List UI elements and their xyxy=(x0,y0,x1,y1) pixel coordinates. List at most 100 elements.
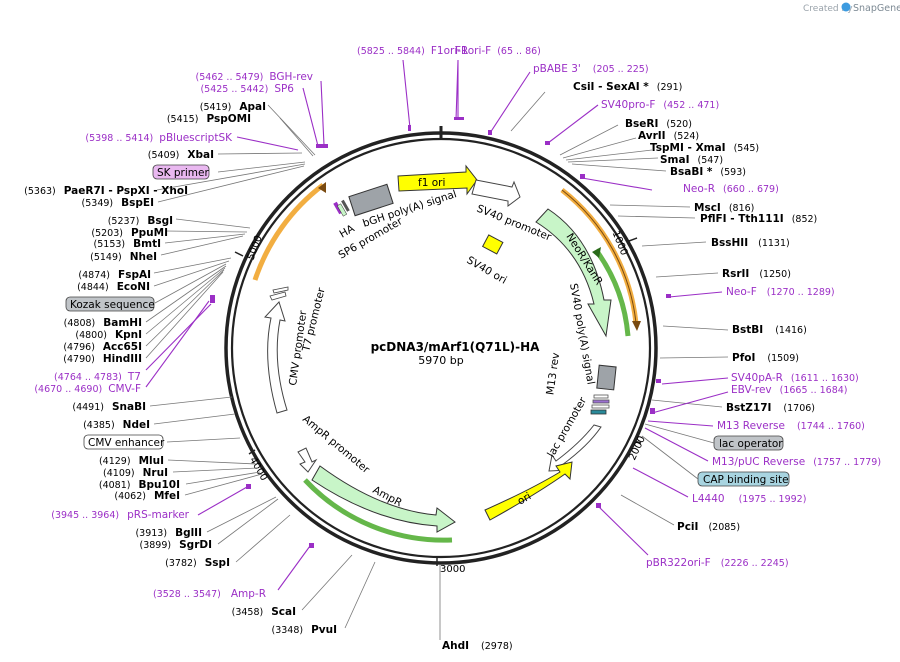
cap-binding-leader xyxy=(641,435,699,480)
ori-feature[interactable] xyxy=(484,461,573,521)
bgh-polya-feature[interactable] xyxy=(348,183,394,217)
f1ori-r-site[interactable]: (5825 .. 5844)F1ori-R xyxy=(357,45,468,57)
bamhi-site[interactable]: (4808)BamHI xyxy=(64,317,142,329)
tick-3000: 3000 xyxy=(440,564,465,575)
bsgi-site[interactable]: (5237)BsgI xyxy=(108,215,173,227)
pbabe3-site[interactable]: pBABE 3'(205 .. 225) xyxy=(533,63,649,75)
sv40-ori-feature[interactable] xyxy=(481,234,504,255)
hindiii-site[interactable]: (4790)HindIII xyxy=(63,353,142,365)
pbluescriptsk-site[interactable]: (5398 .. 5414)pBluescriptSK xyxy=(85,132,233,144)
bstbi-site[interactable]: BstBI(1416) xyxy=(732,324,807,336)
scai-site[interactable]: (3458)ScaI xyxy=(232,606,296,618)
f1-ori-strand-arrow xyxy=(632,321,641,331)
f1ori-f-site[interactable]: F1ori-F(65 .. 86) xyxy=(455,45,541,57)
mfei-site[interactable]: (4062)MfeI xyxy=(114,490,180,502)
bstz17i-site[interactable]: BstZ17I(1706) xyxy=(726,402,815,414)
ebv-rev-site[interactable]: EBV-rev(1665 .. 1684) xyxy=(731,384,848,396)
lac-operator-leader xyxy=(644,423,715,444)
pspomi-site[interactable]: (5415)PspOMI xyxy=(167,113,251,125)
csii-sexai-site[interactable]: CsiI - SexAI *(291) xyxy=(573,81,682,93)
snapgene-logo-icon xyxy=(841,2,851,12)
cmv-f-site[interactable]: (4670 .. 4690)CMV-F xyxy=(34,383,141,395)
m13-puc-reverse-site[interactable]: M13/pUC Reverse(1757 .. 1779) xyxy=(712,456,881,468)
sv40-ori-label: SV40 ori xyxy=(465,254,509,287)
amp-r-site[interactable]: (3528 .. 3547)Amp-R xyxy=(153,588,266,600)
bglii-site[interactable]: (3913)BglII xyxy=(135,527,202,539)
xbai-site[interactable]: (5409)XbaI xyxy=(148,149,214,161)
pvui-site[interactable]: (3348)PvuI xyxy=(271,624,337,636)
sv40pa-r-site[interactable]: SV40pA-R(1611 .. 1630) xyxy=(731,372,859,384)
lac-operator-label: lac operator xyxy=(719,438,783,450)
ampr-promoter-feature[interactable] xyxy=(297,447,318,473)
bspei-site[interactable]: (5349)BspEI xyxy=(82,197,154,209)
nrui-site[interactable]: (4109)NruI xyxy=(103,467,168,479)
f1-ori-feature[interactable] xyxy=(397,164,478,196)
t7-promoter-feature[interactable] xyxy=(269,286,289,301)
pflfi-tth111i-site[interactable]: PflFI - Tth111I(852) xyxy=(700,213,817,225)
smai-site[interactable]: SmaI(547) xyxy=(660,154,723,166)
bsabi-site[interactable]: BsaBI *(593) xyxy=(670,166,746,178)
mlui-site[interactable]: (4129)MluI xyxy=(99,455,164,467)
ndei-site[interactable]: (4385)NdeI xyxy=(83,419,150,431)
bgh-rev-site[interactable]: (5462 .. 5479)BGH-rev xyxy=(196,71,313,83)
neor-kanr-label: NeoR/KanR xyxy=(563,231,604,287)
sv40-promoter-feature[interactable] xyxy=(471,179,521,207)
econi-site[interactable]: (4844)EcoNI xyxy=(77,281,150,293)
sv40-polya-feature[interactable] xyxy=(596,364,617,391)
paer7i-pspxi-xhoi-site[interactable]: (5363)PaeR7I - PspXI - XhoI xyxy=(24,185,188,197)
lac-promoter-label: lac promoter xyxy=(545,395,589,460)
ha-label: HA xyxy=(338,222,358,240)
sv40pro-f-site[interactable]: SV40pro-F(452 .. 471) xyxy=(601,99,719,111)
cmv-enhancer-label: CMV enhancer xyxy=(88,437,165,449)
snabi-site[interactable]: (4491)SnaBI xyxy=(72,401,146,413)
prs-marker-site[interactable]: (3945 .. 3964)pRS-marker xyxy=(51,509,189,521)
ori-label: ori xyxy=(516,490,534,507)
bmti-site[interactable]: (5153)BmtI xyxy=(94,238,161,250)
ha-tag-feature[interactable] xyxy=(333,199,350,217)
ahdi-site[interactable]: AhdI(2978) xyxy=(442,640,513,652)
m13-reverse-site[interactable]: M13 Reverse(1744 .. 1760) xyxy=(717,420,865,432)
pbr322ori-f-site[interactable]: pBR322ori-F(2226 .. 2245) xyxy=(646,557,789,569)
cmv-promoter-feature[interactable] xyxy=(263,301,288,414)
plasmid-name: pcDNA3/mArf1(Q71L)-HA xyxy=(371,340,541,354)
leader-lines-sites xyxy=(145,91,729,640)
ampr-strand-arc xyxy=(303,478,453,543)
kozak-sequence-box[interactable] xyxy=(65,296,155,312)
m13-rev-lac-operator-block[interactable] xyxy=(590,394,610,415)
sp6-site[interactable]: (5425 .. 5442)SP6 xyxy=(200,83,294,95)
bpu10i-site[interactable]: (4081)Bpu10I xyxy=(99,479,180,491)
acc65i-site[interactable]: (4796)Acc65I xyxy=(63,341,142,353)
pcii-site[interactable]: PciI(2085) xyxy=(677,521,740,533)
sk-primer-box[interactable] xyxy=(152,164,210,180)
pfoi-site[interactable]: PfoI(1509) xyxy=(732,352,799,364)
neor-kanr-feature[interactable] xyxy=(535,208,612,338)
nhei-site[interactable]: (5149)NheI xyxy=(90,251,157,263)
msci-site[interactable]: MscI(816) xyxy=(694,202,754,214)
neo-f-site[interactable]: Neo-F(1270 .. 1289) xyxy=(726,286,835,298)
tspmi-xmai-site[interactable]: TspMI - XmaI(545) xyxy=(650,142,759,154)
neo-r-site[interactable]: Neo-R(660 .. 679) xyxy=(683,183,779,195)
kpni-site[interactable]: (4800)KpnI xyxy=(75,329,142,341)
sgrdi-site[interactable]: (3899)SgrDI xyxy=(140,539,212,551)
t7-site[interactable]: (4764 .. 4783)T7 xyxy=(54,371,141,383)
tick-marks xyxy=(234,237,642,566)
apai-site[interactable]: (5419)ApaI xyxy=(200,101,266,113)
f1-ori-label: f1 ori xyxy=(418,177,445,189)
avrii-site[interactable]: AvrII(524) xyxy=(638,130,699,142)
credit-brand[interactable]: SnapGene xyxy=(853,3,900,14)
bseri-site[interactable]: BseRI(520) xyxy=(625,118,692,130)
tick-4000: 4000 xyxy=(247,455,269,483)
sspi-site[interactable]: (3782)SspI xyxy=(165,557,230,569)
cmv-enhancer-box[interactable] xyxy=(83,434,164,450)
ppumi-site[interactable]: (5203)PpuMI xyxy=(91,227,168,239)
bsshii-site[interactable]: BssHII(1131) xyxy=(711,237,790,249)
rsrii-site[interactable]: RsrII(1250) xyxy=(722,268,791,280)
leader-lines-primers xyxy=(145,59,729,591)
plasmid-size: 5970 bp xyxy=(418,354,463,367)
credit-prefix: Created by xyxy=(803,4,853,14)
ampr-feature[interactable] xyxy=(311,465,456,533)
l4440-site[interactable]: L4440(1975 .. 1992) xyxy=(692,493,806,505)
m13-rev-label: M13 rev xyxy=(544,352,562,396)
fspai-site[interactable]: (4874)FspAI xyxy=(78,269,151,281)
